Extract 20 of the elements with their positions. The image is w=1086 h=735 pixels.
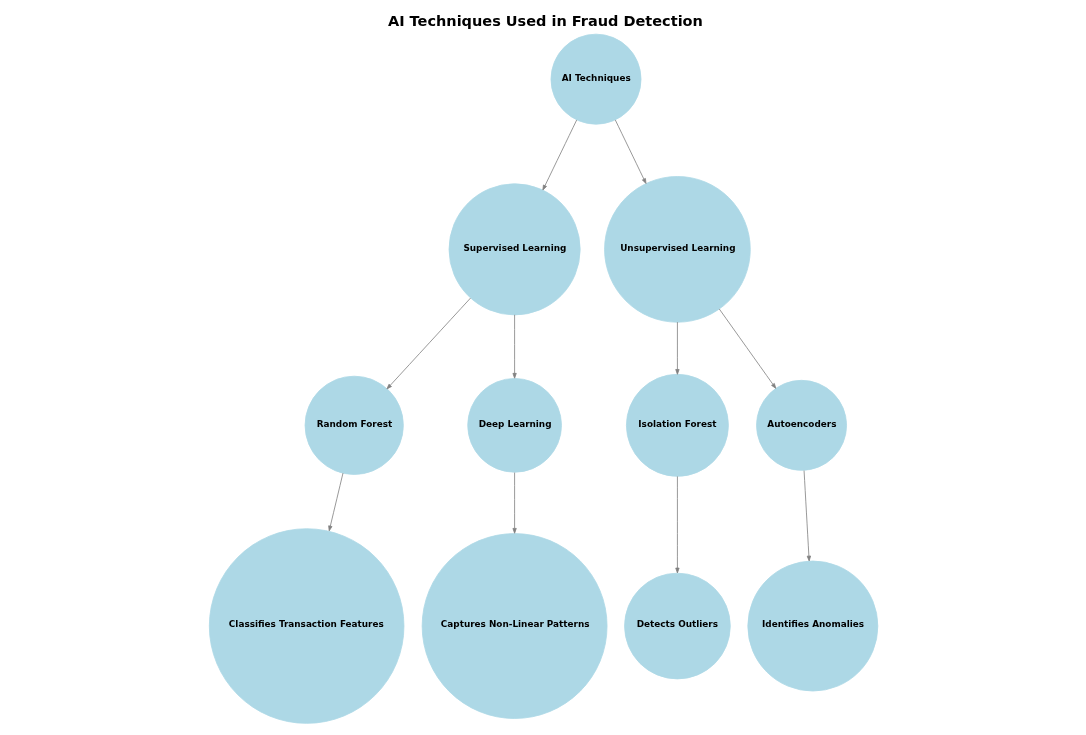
node-circle: Deep Learning <box>466 378 562 473</box>
arrow <box>718 308 776 389</box>
node-circle: Identifies Anomalies <box>746 560 878 692</box>
node-circle: AI Techniques <box>550 33 641 125</box>
arrow <box>674 475 679 574</box>
arrow <box>614 119 646 184</box>
node-circle: Autoencoders <box>755 379 847 471</box>
node-circle: Random Forest <box>304 375 404 475</box>
arrow <box>803 470 811 562</box>
diagram-title: AI Techniques Used in Fraud Detection <box>387 12 703 29</box>
arrow <box>512 314 517 379</box>
node-circle: Isolation Forest <box>625 373 729 477</box>
arrow <box>512 472 517 534</box>
arrow <box>327 472 343 532</box>
node-circle: Detects Outliers <box>623 572 731 680</box>
node-circle: Captures Non-Linear Patterns <box>421 533 607 719</box>
arrow <box>541 119 577 191</box>
node-circle: Classifies Transaction Features <box>208 528 404 724</box>
arrow <box>674 321 679 375</box>
arrow <box>386 297 471 390</box>
